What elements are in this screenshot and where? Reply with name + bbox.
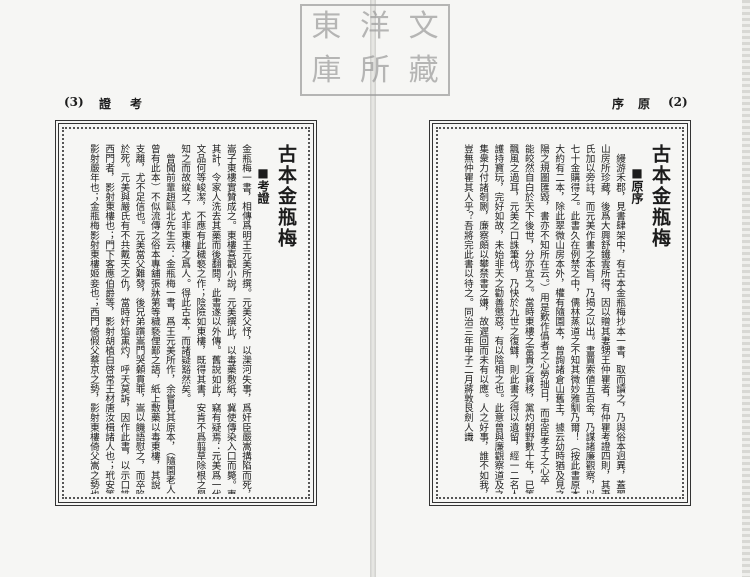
running-head-char: 考 (130, 97, 143, 111)
text-column: 集衆力付諸剞劂，廉察頗以攀禁書之嫌，故遲回而未有以應。人之好事，誰不如我，後世 (477, 144, 489, 494)
seal-glyph: 文 (408, 9, 439, 44)
text-column: 曾有此本）不似流傳之俗本專舖張牀第等穢褻俚鄙之語，紙上敷藥以毒東樓，其說 (148, 144, 160, 490)
text-column: 護持寶玩，完好如故，未始非天之勸善懲惡，有以陰相之也。此意曾與廉觀察道及之，擬 (492, 144, 504, 494)
text-column: 曾聞前輩趙甌北先生云：金瓶梅一書，爲王元美所作，余嘗見其原本，（隨園老人 (163, 144, 175, 494)
text-columns: 古本金瓶梅 ■考證 金瓶梅一書，相傳爲明王元美所撰。元美父忬，以灤河失事，爲奸臣… (86, 144, 299, 494)
text-column: 文品何等峻潔，不應有此穢褻之作；陰險如東樓，既得其書，安肯不爲翦草除根之舉，明 (194, 144, 206, 494)
page-number: (2) (668, 95, 688, 109)
page-edge (742, 0, 750, 577)
text-column: 知之而故縱之，尤非東樓之爲人。得此古本，而諸疑豁然矣。 (179, 144, 191, 404)
text-column: 飄風之過耳，元美之口誅筆伐，乃快於九世之復讎，則此書之得以遺留，經一二名人之 (507, 144, 519, 494)
running-head-char: 序 (612, 97, 625, 111)
text-columns: 古本金瓶梅 ■原序 縵游禾郡，見書肆架中，有古本金瓶梅抄本一書，取而讀之，乃與俗… (460, 144, 673, 494)
ornamental-border-frame: 古本金瓶梅 ■考證 金瓶梅一書，相傳爲明王元美所撰。元美父忬，以灤河失事，爲奸臣… (55, 120, 317, 506)
text-column: 嵩子東樓實贊成之。東樓喜觀小說，元美撰此，以毒藥敷紙，冀使傳染入口而斃。東樓燭 (224, 144, 236, 494)
book-gutter (370, 0, 376, 577)
running-head-char: 證 (99, 97, 112, 111)
text-column: 其計，令家人洗去其藥而後翻閱，此書遂以外傳。舊說如此，竊有疑焉：元美爲一代才人， (209, 144, 221, 494)
left-page: (3) 證 考 古本金瓶梅 ■考證 金瓶梅一書，相傳爲明王元美所撰。元美父忬，以… (0, 0, 372, 577)
running-head-char: 原 (638, 97, 651, 111)
section-heading: ■考證 (256, 166, 270, 204)
text-column: 能皎然自白於天下後世，分亦宜之。當時東樓之富貴之貨移，黨灼朝野數十年，已等於 (522, 144, 534, 494)
text-column: 氏加以旁註，而元美作書之本旨，乃揭之以出。書賈索値五百金，乃謀諸廉觀察，以三百 (583, 144, 595, 494)
text-column: 豈無仲瞿其人乎？吾將完此書以待之。同治三年甲子二月蔣敦艮劍人識 (461, 144, 473, 442)
book-title: 古本金瓶梅 (275, 144, 297, 249)
page-number: (3) (64, 95, 84, 109)
text-column: 支離，尤不足信也。元美當父難發，後兄弟躓嵩門哭顙貫罪，嵩以饑語慰之，而卒陷其父 (133, 144, 145, 494)
text-column: 縵游禾郡，見書肆架中，有古本金瓶梅抄本一書，取而讀之，乃與俗本迥異，蓋翠微 (614, 144, 625, 494)
text-column: 金瓶梅一書，相傳爲明王元美所撰。元美父忬，以灤河失事，爲奸臣嚴嵩搆陷而死， (240, 144, 251, 494)
seal-glyph: 藏 (408, 53, 439, 88)
text-column: 山房所珍藏，後爲大興舒鐵雲所得，因以贈其妻甥王仲瞿者，有仲瞿考證四則，其妻金 (598, 144, 610, 494)
section-heading: ■原序 (630, 166, 644, 204)
library-seal-stamp: 東洋文庫所藏 (300, 4, 450, 96)
text-column: 西門者，影射東樓也；門下客應伯爵等，影射胡植白啓常王材唐汝楫諸人也；玳安等僕， (103, 144, 115, 494)
text-column: 大約有二本，除此翠微山房本外，權有隨園本，曾詢諸倉山舊主，據云幼時猶及見之，洪 (553, 144, 565, 494)
book-title: 古本金瓶梅 (649, 144, 671, 249)
seal-glyph: 東 (311, 9, 342, 44)
seal-glyph: 所 (359, 53, 390, 88)
text-column: 影射嚴年也；金瓶梅影射東樓姬妾也；西門倚假父蔡京之勢，影射東樓倚父嵩之勢也； (87, 144, 99, 494)
seal-glyph: 洋 (359, 9, 390, 44)
seal-glyph: 庫 (311, 53, 342, 88)
text-column: 於死。元美與嚴氏有不共戴天之仇，當時奸焰熏灼，呼天莫訴，因作此書，以示口誅筆伐。 (118, 144, 130, 494)
ornamental-border-frame: 古本金瓶梅 ■原序 縵游禾郡，見書肆架中，有古本金瓶梅抄本一書，取而讀之，乃與俗… (429, 120, 691, 506)
text-column: 七十金購得之。此書久在例禁之中，儒林蒸道之不知其微妙雅馴乃爾！（按此書原本 (568, 144, 580, 494)
text-column: 陽之規圖匯毀，書亦不知所在云。）用是歎作僞者之心勞拙日，而忠臣孝子之心卒 (537, 144, 549, 485)
